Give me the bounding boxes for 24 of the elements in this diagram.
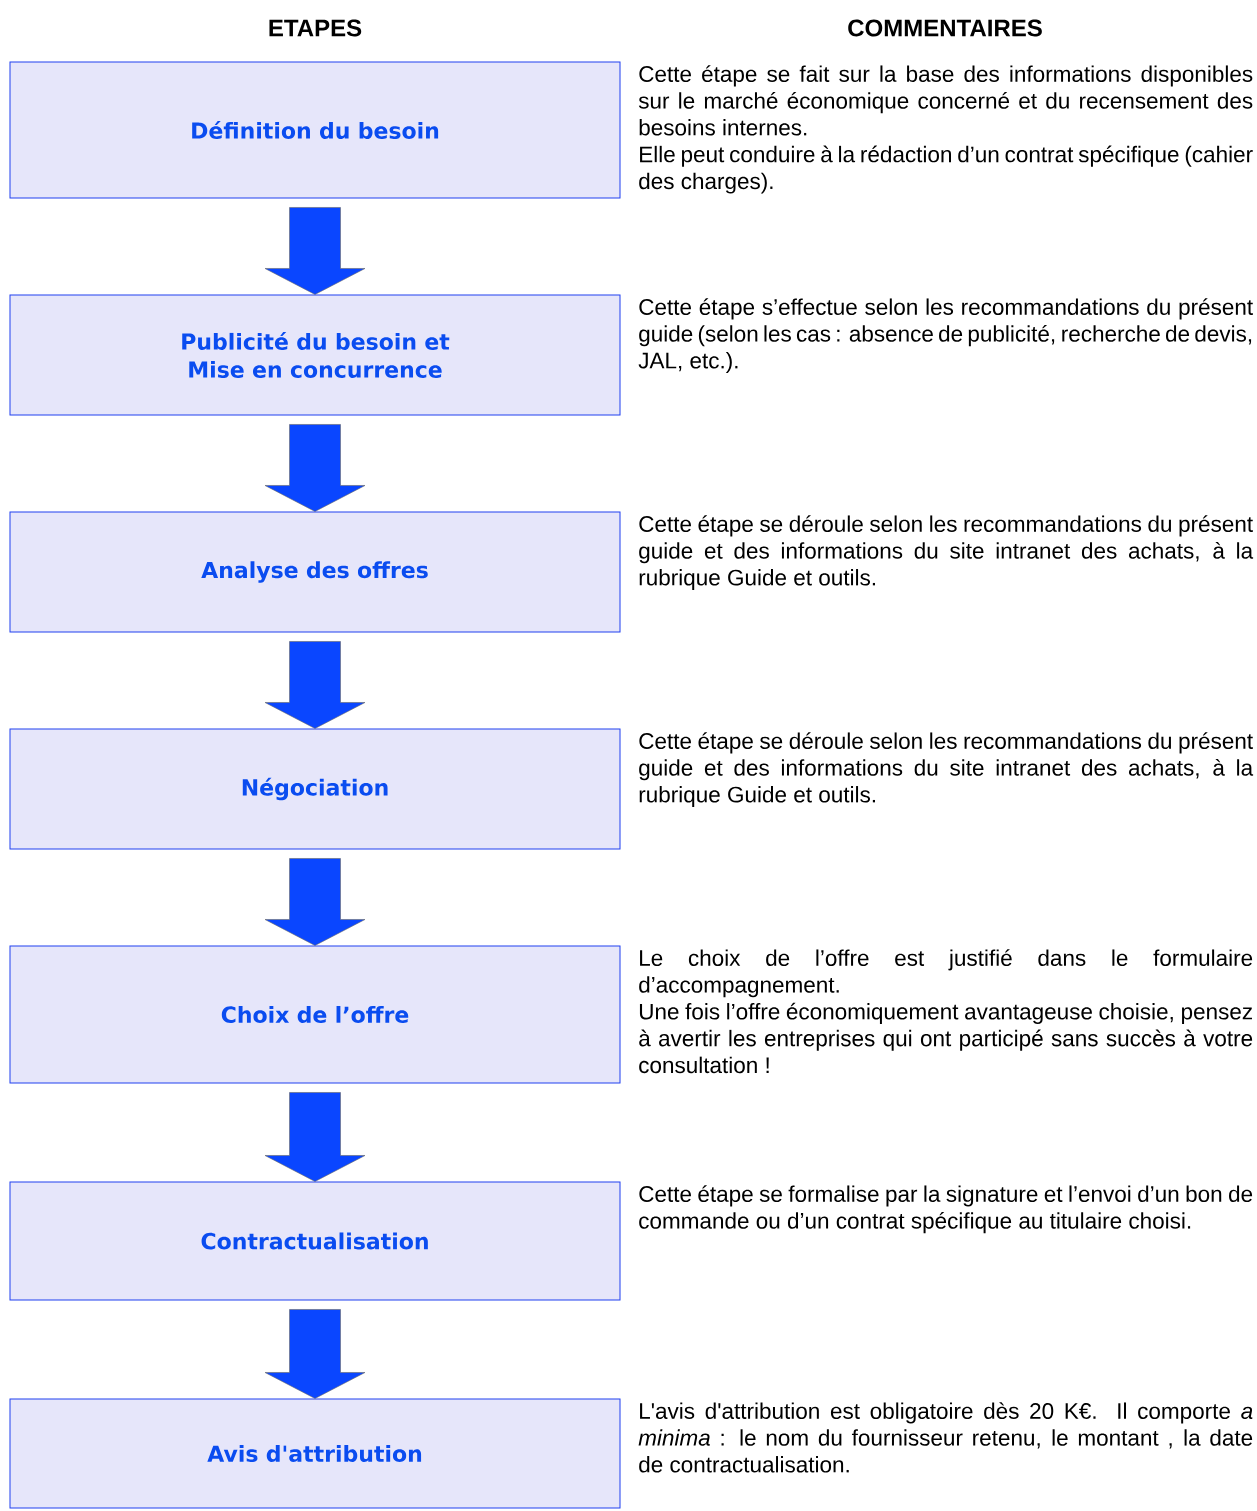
block-arrow <box>264 1092 366 1182</box>
step-box: Publicité du besoin et Mise en concurrence <box>9 294 621 416</box>
comment-text: Cette étape se déroule selon les recommandations du présent guide et des informations du site intranet des achats, à la rubrique Guide et outils. <box>639 732 1254 808</box>
column-heading: ETAPES <box>269 19 362 37</box>
step-box: Analyse des offres <box>9 511 621 633</box>
step-box: Définition du besoin <box>9 61 621 199</box>
comment-text: L'avis d'attribution est obligatoire dès 20 K€. Il comporte a minima : le nom du fournisseur retenu, le montant , la date de contractualisation. <box>638 1402 1253 1473</box>
comment-text: Le choix de l’offre est justifié dans le formulaire d’accompagnement. <box>639 949 1253 998</box>
comment-text: Cette étape s’effectue selon les recommandations du présent guide (selon les cas : absence de publicité, recherche de devis, JAL, etc.). <box>638 298 1253 373</box>
comment-text: Cette étape se formalise par la signature et l’envoi d’un bon de commande ou d’un contrat spécifique au titulaire choisi. <box>639 1185 1253 1234</box>
column-heading: COMMENTAIRES <box>848 19 1042 37</box>
step-box: Contractualisation <box>9 1181 621 1301</box>
comment-text: Une fois l’offre économiquement avantageuse choisie, pensez à avertir les entreprises qui ont participé sans succès à votre consultation ! <box>639 1002 1253 1074</box>
block-arrow <box>264 641 366 729</box>
block-arrow <box>264 207 366 295</box>
step-box: Choix de l’offre <box>9 945 621 1084</box>
block-arrow <box>264 1309 366 1399</box>
step-box: Négociation <box>9 728 621 850</box>
step-box: Avis d'attribution <box>9 1398 621 1509</box>
block-arrow <box>264 858 366 946</box>
comment-text: Elle peut conduire à la rédaction d’un contrat spécifique (cahier des charges). <box>639 145 1253 194</box>
comment-text: Cette étape se déroule selon les recommandations du présent guide et des informations du site intranet des achats, à la rubrique Guide et outils. <box>639 515 1254 591</box>
block-arrow <box>264 424 366 512</box>
comment-text: Cette étape se fait sur la base des informations disponibles sur le marché économique concerné et du recensement des besoins internes. <box>638 65 1253 136</box>
